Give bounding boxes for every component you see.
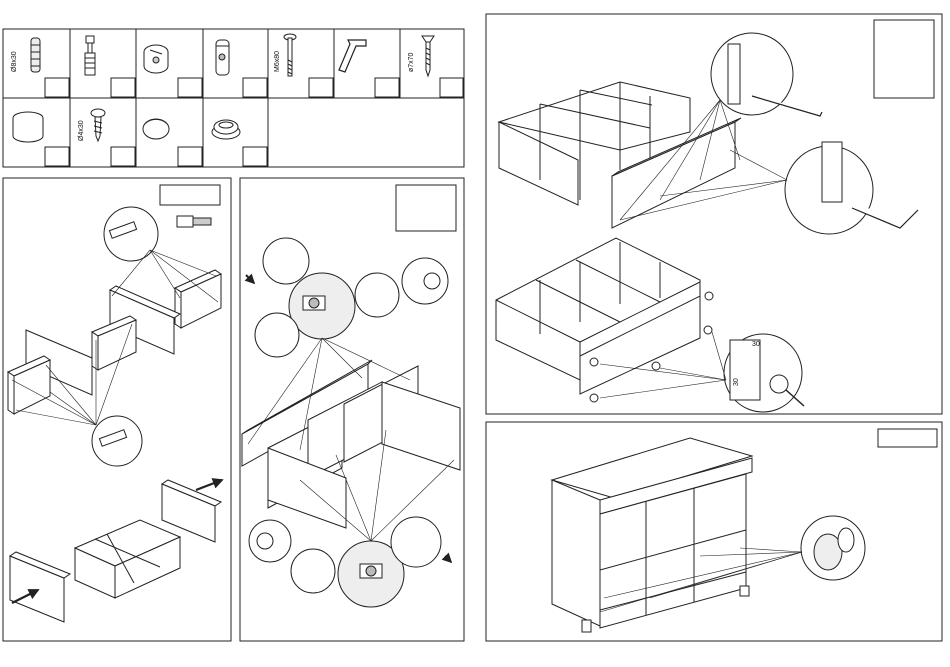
- label-screw-large: ø7x70: [408, 52, 415, 72]
- wooden-dowel-icon: [31, 38, 40, 72]
- cover-cap-icon: [143, 119, 169, 139]
- step-4-panel: [486, 422, 942, 641]
- dimension-top: 30: [752, 341, 760, 348]
- furniture-foot-icon: [13, 112, 43, 142]
- cam-cover-cap-icon: [212, 120, 240, 139]
- allen-key-icon: [339, 40, 366, 72]
- label-bolt: M6x80: [274, 51, 281, 72]
- step-3-panel: 30 30: [486, 14, 942, 414]
- barrel-nut-icon: [216, 40, 229, 75]
- dowel-part-icon: [177, 216, 211, 227]
- step-2-panel: [240, 178, 464, 641]
- step-1-panel: [3, 178, 231, 641]
- hardware-labels: Ø8x30 M6x80 ø7x70 Ø4x30: [11, 51, 415, 141]
- hardware-parts-table: [3, 29, 464, 167]
- label-screw-small: Ø4x30: [78, 120, 85, 141]
- small-screw-icon: [91, 109, 105, 141]
- cam-lock-icon: [144, 45, 168, 73]
- countersunk-screw-icon: [422, 36, 434, 76]
- cam-bolt-icon: [85, 36, 95, 75]
- label-dowel: Ø8x30: [11, 51, 18, 72]
- dimension-side: 30: [733, 378, 740, 386]
- bolt-icon: [284, 34, 296, 76]
